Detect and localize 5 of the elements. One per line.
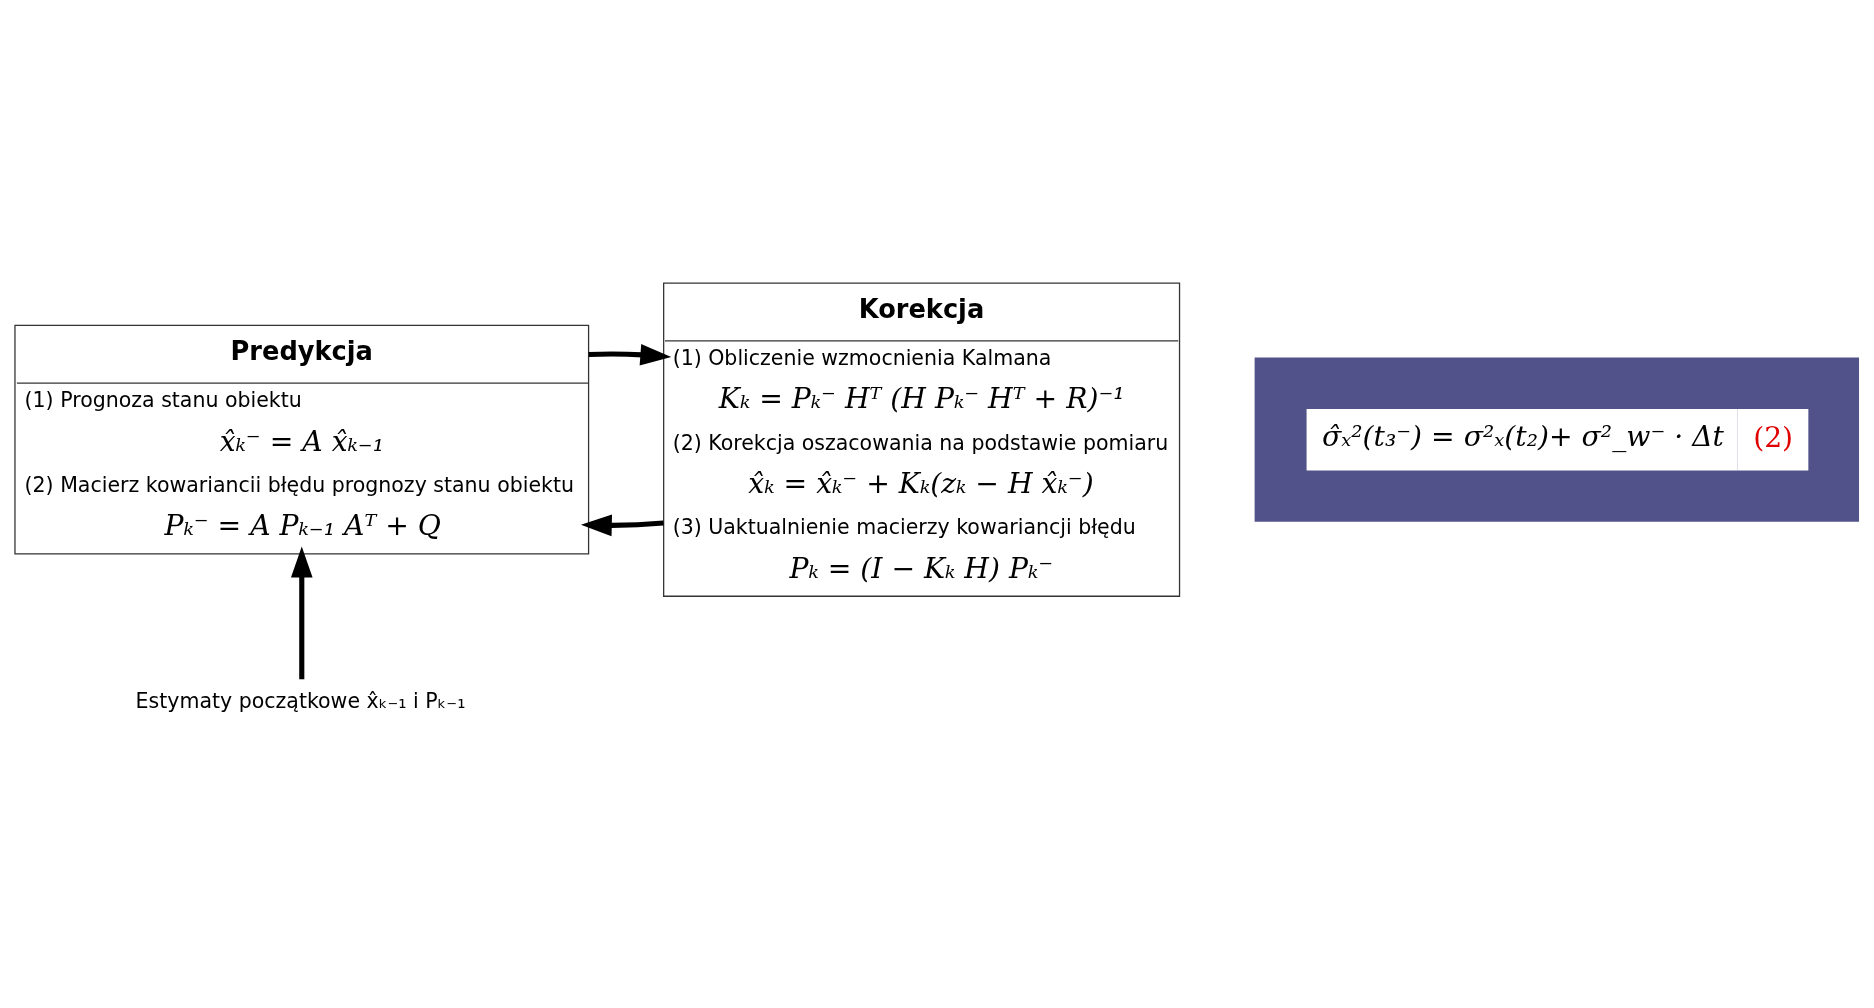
arrow [588, 343, 672, 365]
arrow [580, 514, 664, 536]
arrow [290, 546, 313, 679]
node-box: σ̂ₓ²(t₃⁻) = σ²ₓ(t₂)+ σ²_w⁻ · Δt (2) [1254, 357, 1860, 522]
node-text: Estymaty początkowe x̂ₖ₋₁ i Pₖ₋₁ [135, 688, 466, 713]
